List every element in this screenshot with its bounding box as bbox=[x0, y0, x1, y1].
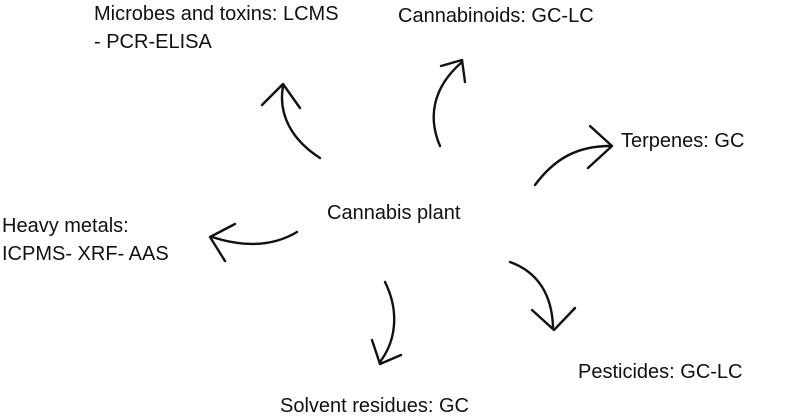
arrow-to-solvents bbox=[370, 280, 403, 366]
arrow-to-microbes bbox=[260, 82, 322, 160]
label-terpenes: Terpenes: GC bbox=[621, 130, 745, 152]
label-pesticides: Pesticides: GC-LC bbox=[578, 361, 743, 383]
center-label: Cannabis plant bbox=[327, 202, 461, 224]
label-heavy-metals: Heavy metals: ICPMS- XRF- AAS bbox=[2, 212, 169, 268]
arrow-to-heavy-metals bbox=[208, 222, 299, 263]
arrow-to-cannabinoids bbox=[432, 58, 467, 148]
label-solvents: Solvent residues: GC bbox=[280, 395, 469, 417]
label-microbes: Microbes and toxins: LCMS - PCR-ELISA bbox=[94, 0, 339, 56]
label-heavy-metals-line-2: ICPMS- XRF- AAS bbox=[2, 243, 169, 265]
label-microbes-line-2: - PCR-ELISA bbox=[94, 31, 212, 53]
arrow-to-terpenes bbox=[533, 124, 614, 187]
arrow-to-pesticides bbox=[508, 260, 577, 332]
label-cannabinoids: Cannabinoids: GC-LC bbox=[398, 5, 594, 27]
label-microbes-line-1: Microbes and toxins: LCMS bbox=[94, 3, 339, 25]
label-heavy-metals-line-1: Heavy metals: bbox=[2, 215, 129, 237]
